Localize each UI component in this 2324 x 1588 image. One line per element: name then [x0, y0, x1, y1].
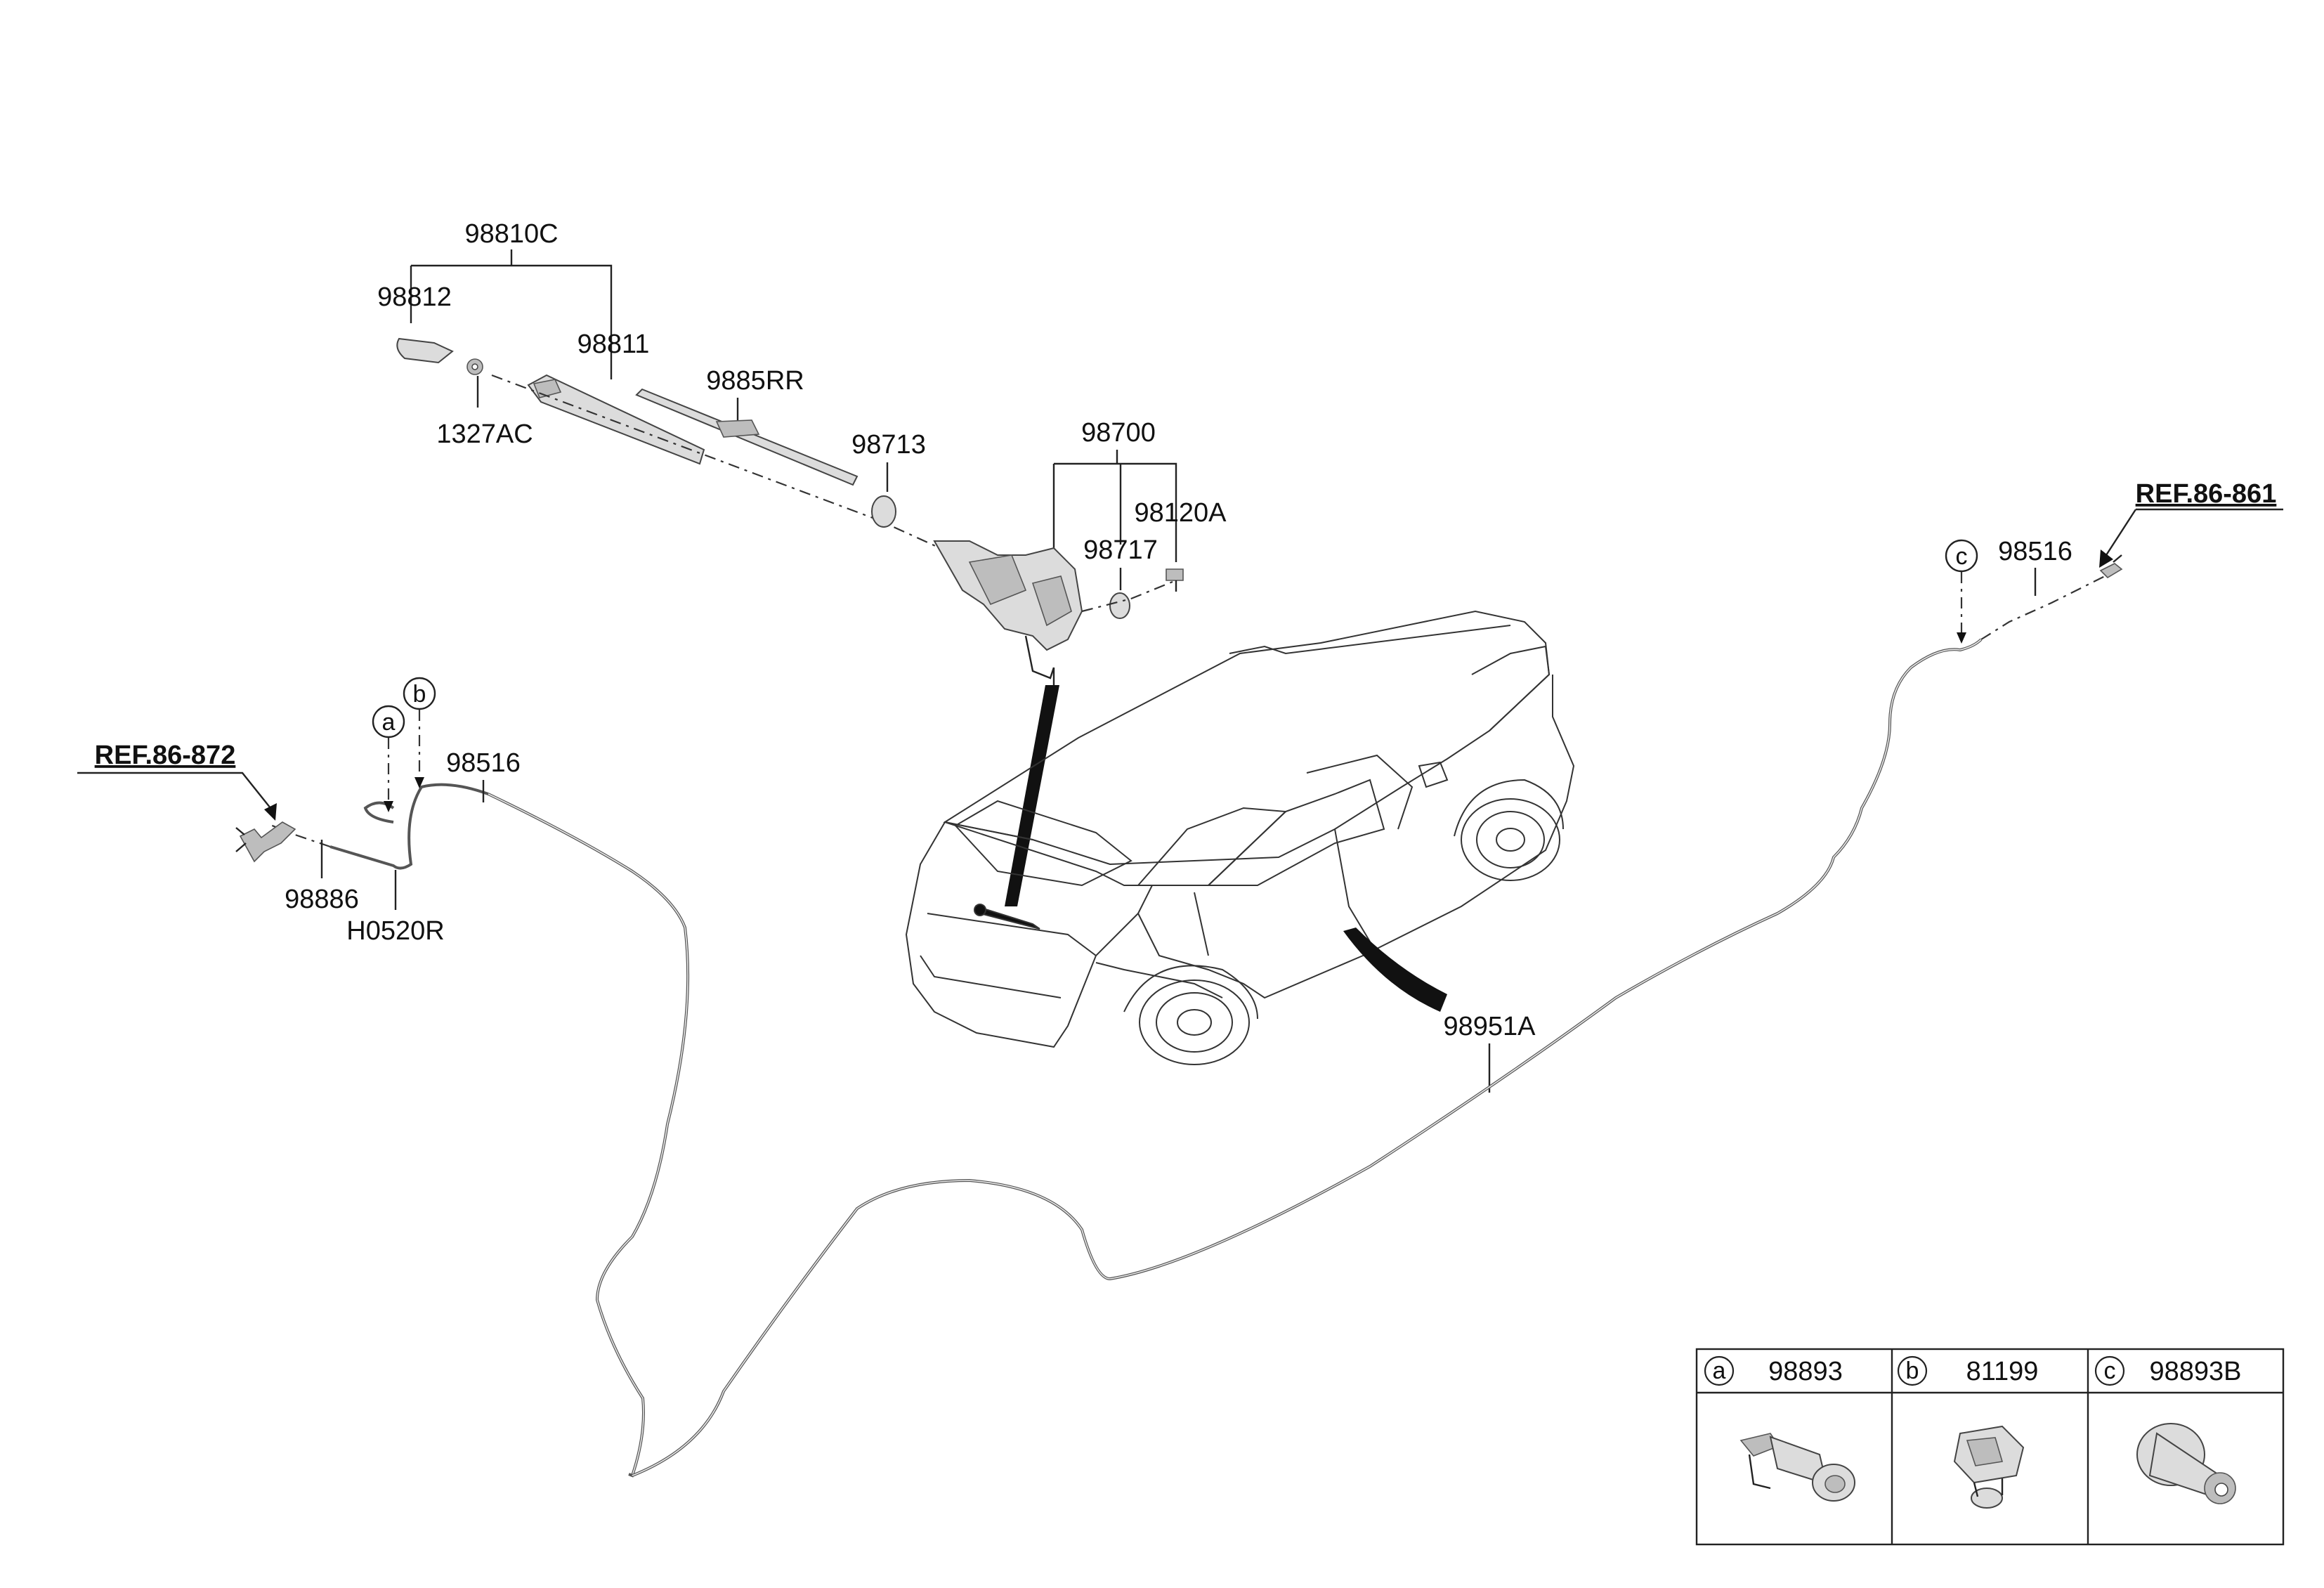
ref-86-872[interactable]: REF.86-872 — [95, 741, 236, 770]
label-98951A[interactable]: 98951A — [1443, 1012, 1536, 1041]
label-98516-right[interactable]: 98516 — [1998, 537, 2072, 566]
grommet-98893B-icon — [2136, 1423, 2236, 1504]
label-H0520R[interactable]: H0520R — [346, 916, 444, 946]
legend-cell-a[interactable]: a 98893 — [1704, 1355, 1855, 1502]
motor-grommet — [1109, 592, 1130, 619]
left-fitting — [235, 821, 296, 863]
callout-b[interactable]: b — [403, 677, 436, 710]
svg-text:a: a — [382, 709, 396, 736]
mounting-bolt — [1166, 568, 1184, 581]
wiper-motor — [933, 540, 1083, 685]
legend-cell-c[interactable]: c 98893B — [2094, 1355, 2242, 1504]
label-98812[interactable]: 98812 — [377, 282, 452, 312]
label-98811[interactable]: 98811 — [577, 330, 650, 359]
legend-part-98893: 98893 — [1768, 1357, 1843, 1386]
pivot-cap — [871, 495, 896, 528]
label-98810C[interactable]: 98810C — [464, 219, 558, 249]
legend-table: a 98893 b 81199 c — [1695, 1348, 2285, 1546]
vehicle-outline — [905, 610, 1575, 1065]
wiper-arm-cap — [396, 337, 454, 364]
wiper-arm-group: 98810C 98812 1327AC 98811 9885RR 98713 9… — [377, 219, 1227, 906]
washer-hose-left — [266, 574, 2108, 1478]
svg-text:b: b — [413, 681, 426, 708]
callout-a[interactable]: a — [372, 705, 405, 738]
clip-98893-icon — [1739, 1433, 1855, 1502]
wiper-arm — [527, 374, 705, 465]
svg-text:c: c — [1956, 543, 1968, 570]
wiper-blade — [635, 388, 859, 486]
label-98717[interactable]: 98717 — [1083, 535, 1158, 565]
legend-part-98893B: 98893B — [2149, 1357, 2241, 1386]
legend-cell-b[interactable]: b 81199 — [1897, 1355, 2039, 1509]
bracket-98810C — [410, 249, 613, 379]
leader-car-to-hose — [1343, 928, 1447, 1012]
svg-text:c: c — [2104, 1358, 2116, 1384]
ref-86-861[interactable]: REF.86-861 — [2136, 479, 2277, 509]
label-98700[interactable]: 98700 — [1081, 418, 1156, 448]
leader-motor-to-car — [1005, 685, 1059, 906]
callout-c[interactable]: c — [1945, 539, 1978, 573]
bracket-98700 — [1052, 450, 1177, 562]
label-9885RR[interactable]: 9885RR — [706, 366, 804, 396]
legend-part-81199: 81199 — [1966, 1357, 2039, 1386]
label-98120A[interactable]: 98120A — [1134, 498, 1227, 528]
svg-text:b: b — [1906, 1358, 1919, 1384]
clip-81199-icon — [1953, 1425, 2025, 1509]
label-98713[interactable]: 98713 — [851, 430, 926, 460]
svg-text:a: a — [1713, 1358, 1726, 1384]
label-98886[interactable]: 98886 — [285, 885, 359, 914]
label-1327AC[interactable]: 1327AC — [436, 419, 533, 449]
right-fitting — [2099, 554, 2123, 579]
label-98516-left[interactable]: 98516 — [446, 748, 521, 778]
